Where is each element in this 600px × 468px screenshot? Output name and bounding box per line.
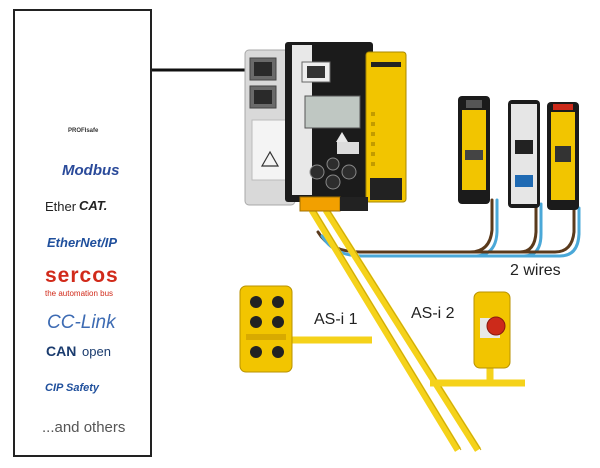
protocol-panel — [13, 9, 152, 457]
cclink-text: CC-Link — [47, 312, 116, 333]
asi-cables — [290, 208, 525, 452]
profibus-text-line1: PROFI — [52, 21, 116, 33]
emergency-stop-box — [473, 291, 511, 369]
canopen-text-b: open — [82, 344, 111, 359]
canopen-text-a: CAN — [46, 343, 77, 359]
safety-module-3 — [547, 102, 579, 210]
asi-io-module — [239, 285, 293, 373]
ethercat-text-a: Ether — [45, 199, 77, 214]
ethercat-text-b: CAT. — [79, 198, 108, 213]
profisafe-text: PROFIsafe — [68, 128, 99, 134]
asi2-label: AS-i 2 — [411, 305, 455, 322]
two-wires-label: 2 wires — [510, 262, 561, 279]
sercos-text: sercos — [45, 264, 119, 287]
safety-module-2 — [508, 100, 540, 208]
asi-gateway-device — [244, 42, 407, 212]
profibus-text-line2: BUS — [60, 35, 108, 47]
asi1-label: AS-i 1 — [314, 311, 358, 328]
ethernetip-text: EtherNet/IP — [47, 235, 118, 250]
cipsafety-text: CIP Safety — [45, 382, 100, 394]
profinet-text: PROFINET — [54, 69, 75, 74]
safety-module-1 — [458, 96, 490, 204]
sercos-subtitle-text: the automation bus — [45, 289, 114, 298]
and-others-text: ...and others — [42, 419, 126, 436]
modbus-text: Modbus — [62, 162, 120, 179]
